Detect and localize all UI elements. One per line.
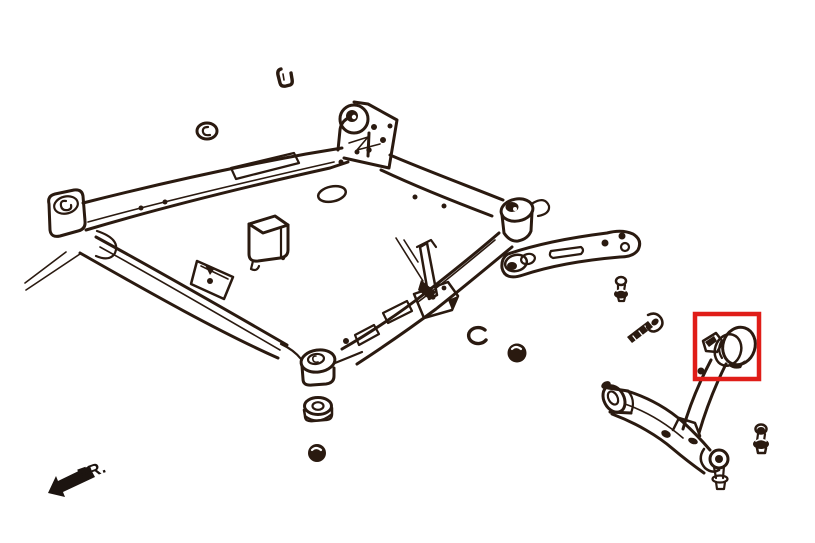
stud-bolt: [614, 275, 628, 303]
retainer-clip: [276, 67, 294, 88]
flange-bolt: [753, 423, 769, 455]
fr-arrow-icon: [48, 466, 95, 497]
rubber-grommet: [302, 396, 334, 423]
nut: [507, 343, 527, 363]
subframe-crossmember: [24, 100, 551, 387]
ball-joint: [699, 447, 730, 491]
stay-bracket-arm: [500, 229, 642, 279]
highlight-box: [692, 311, 762, 382]
front-left-bushing: [47, 188, 87, 238]
fr-direction-indicator: FR.: [48, 457, 109, 497]
c-washer: [466, 325, 488, 346]
right-bushing-mount: [499, 197, 551, 243]
fr-label: FR.: [75, 457, 109, 484]
lower-control-arm: [601, 325, 757, 491]
rail-bracket: [189, 259, 235, 301]
control-arm-rear-bushing: [701, 325, 757, 369]
nut-small: [308, 444, 326, 462]
tower-bushing-mount: [316, 100, 399, 204]
control-arm-front-bushing: [601, 381, 635, 415]
engine-mount-block: [247, 214, 290, 272]
hex-bolt: [627, 312, 664, 343]
rear-left-bushing: [279, 342, 364, 387]
spiral-washer: [195, 121, 219, 141]
